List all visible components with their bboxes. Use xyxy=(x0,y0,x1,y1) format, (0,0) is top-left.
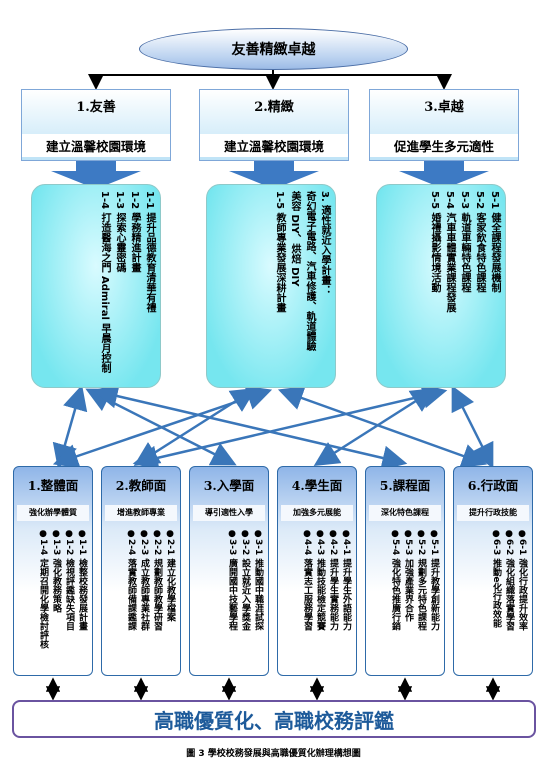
category-item: ●4-4 落實志工服務學習 xyxy=(302,529,312,631)
category-item: ●3-3 廣開國中技藝學程 xyxy=(227,529,237,631)
pillar-items-excellence: 5-1 健全課程發展機制 5-2 客家飲食特色課程 5-3 軌道車輛特色課程 5… xyxy=(376,184,506,388)
category-item: ●3-1 推動國中職涯試探 xyxy=(253,529,263,631)
category-item: ●1-2 檢視評鑑缺失項目 xyxy=(64,529,74,631)
category-teacher: 2.教師面 增進教師專業 ●2-1 建立化教學檔案 ●2-2 規劃教師教學研習 … xyxy=(101,466,181,676)
pillar-excellence: 3.卓越 促進學生多元適性 xyxy=(369,89,519,161)
category-item: ●6-2 強化組織落實學習 xyxy=(504,529,514,631)
pillar-item: 美容 DIY、烘焙 DIY xyxy=(289,191,300,287)
pillar-title: 3.卓越 xyxy=(424,100,464,115)
category-focus: 提升行政技能 xyxy=(457,505,529,521)
category-overall: 1.整體面 強化辦學體質 ●1-1 檢整校務發展計畫 ●1-2 檢視評鑑缺失項目… xyxy=(13,466,93,676)
down-arrow-icon xyxy=(229,161,319,189)
category-item: ●2-4 落實教師備課鑑課 xyxy=(126,529,136,631)
pillar-item: 1-3 探索心靈密碼 xyxy=(114,191,125,273)
category-item: ●6-3 推動e化行政效能 xyxy=(491,529,501,628)
category-focus: 強化辦學體質 xyxy=(17,505,89,521)
category-item: ●1-1 檢整校務發展計畫 xyxy=(77,529,87,631)
pillar-item: 5-5 婚禮攝影情境活動 xyxy=(429,191,440,293)
category-item: ●4-1 提升學生外語能力 xyxy=(341,529,351,631)
category-title: 2.教師面 xyxy=(115,478,167,493)
pillar-item: 1-1 提升品德教育清華有禮 xyxy=(144,191,155,313)
category-item: ●2-2 規劃教師教學研習 xyxy=(152,529,162,631)
category-item: ●3-2 設立就近入學獎金 xyxy=(240,529,250,631)
pillar-item: 5-2 客家飲食特色課程 xyxy=(474,191,485,293)
category-item: ●1-3 強化教務策略 xyxy=(51,529,61,613)
pillar-items-friendly: 1-1 提升品德教育清華有禮 1-2 學務精進計畫 1-3 探索心靈密碼 1-4… xyxy=(31,184,161,388)
category-focus: 深化特色課程 xyxy=(369,505,441,521)
pillar-item: 1-4 打造醫海之門 Admiral 早晨月控制 xyxy=(99,191,110,374)
category-item: ●6-1 強化行政提升效率 xyxy=(517,529,527,631)
category-item: ●5-2 規劃多元特色課程 xyxy=(416,529,426,631)
top-goal-label: 友善精緻卓越 xyxy=(231,42,316,58)
category-focus: 加強多元展能 xyxy=(281,505,353,521)
bottom-arrows xyxy=(45,677,501,701)
category-item: ●5-3 加強產業界合作 xyxy=(403,529,413,622)
category-focus: 導引適性入學 xyxy=(193,505,265,521)
category-title: 5.課程面 xyxy=(379,478,431,493)
category-item: ●2-1 建立化教學檔案 xyxy=(165,529,175,622)
pillar-item: 1-5 教師專業發展深耕計畫 xyxy=(274,191,285,313)
pillar-refined: 2.精緻 建立溫馨校園環境 xyxy=(199,89,349,161)
pillar-item: 1-2 學務精進計畫 xyxy=(129,191,140,273)
category-item: ●1-4 定期召開化學檢討評核 xyxy=(38,529,48,649)
top-goal-oval: 友善精緻卓越 xyxy=(139,28,408,70)
cross-arrows xyxy=(52,383,494,471)
pillar-item: 5-1 健全課程發展機制 xyxy=(489,191,500,293)
figure-caption: 圖 3 學校校務發展與高職優質化辦理構想圖 xyxy=(186,749,361,759)
down-arrow-icon xyxy=(51,161,141,189)
category-administration: 6.行政面 提升行政技能 ●6-1 強化行政提升效率 ●6-2 強化組織落實學習… xyxy=(453,466,533,676)
pillar-subtitle: 建立溫馨校園環境 xyxy=(200,134,348,157)
category-item: ●2-3 成立教師專業社群 xyxy=(139,529,149,631)
category-title: 1.整體面 xyxy=(27,478,79,493)
category-item: ●5-4 強化特色推廣行銷 xyxy=(390,529,400,631)
category-student: 4.學生面 加強多元展能 ●4-1 提升學生外語能力 ●4-2 提升學生實務能力… xyxy=(277,466,357,676)
category-focus: 增進教師專業 xyxy=(105,505,177,521)
pillar-friendly: 1.友善 建立溫馨校園環境 xyxy=(21,89,171,161)
category-title: 6.行政面 xyxy=(467,478,519,493)
category-title: 4.學生面 xyxy=(291,478,343,493)
pillar-subtitle: 促進學生多元適性 xyxy=(370,134,518,157)
category-admission: 3.入學面 導引適性入學 ●3-1 推動國中職涯試探 ●3-2 設立就近入學獎金… xyxy=(189,466,269,676)
pillar-title: 1.友善 xyxy=(76,100,116,115)
category-item: ●4-3 推動技能檢定競賽 xyxy=(315,529,325,631)
pillar-item: 5-3 軌道車輛特色課程 xyxy=(459,191,470,293)
pillar-items-refined: 3. 適性就近入學計畫： 奇幻電子電路、汽車修護、軌道體驗 美容 DIY、烘焙 … xyxy=(206,184,336,388)
bottom-goal-box: 高職優質化、高職校務評鑑 xyxy=(12,700,536,738)
down-arrow-icon xyxy=(399,161,489,189)
tree-connector xyxy=(88,70,452,90)
pillar-subtitle: 建立溫馨校園環境 xyxy=(22,134,170,157)
category-item: ●5-1 提升教學創新能力 xyxy=(429,529,439,631)
category-item: ●4-2 提升學生實務能力 xyxy=(328,529,338,631)
pillar-item: 奇幻電子電路、汽車修護、軌道體驗 xyxy=(304,191,315,351)
pillar-item: 3. 適性就近入學計畫： xyxy=(319,191,330,296)
bottom-goal-label: 高職優質化、高職校務評鑑 xyxy=(154,708,394,733)
category-curriculum: 5.課程面 深化特色課程 ●5-1 提升教學創新能力 ●5-2 規劃多元特色課程… xyxy=(365,466,445,676)
pillar-title: 2.精緻 xyxy=(254,100,294,115)
pillar-item: 5-4 汽車車體實業課程發展 xyxy=(444,191,455,313)
category-title: 3.入學面 xyxy=(203,478,255,493)
